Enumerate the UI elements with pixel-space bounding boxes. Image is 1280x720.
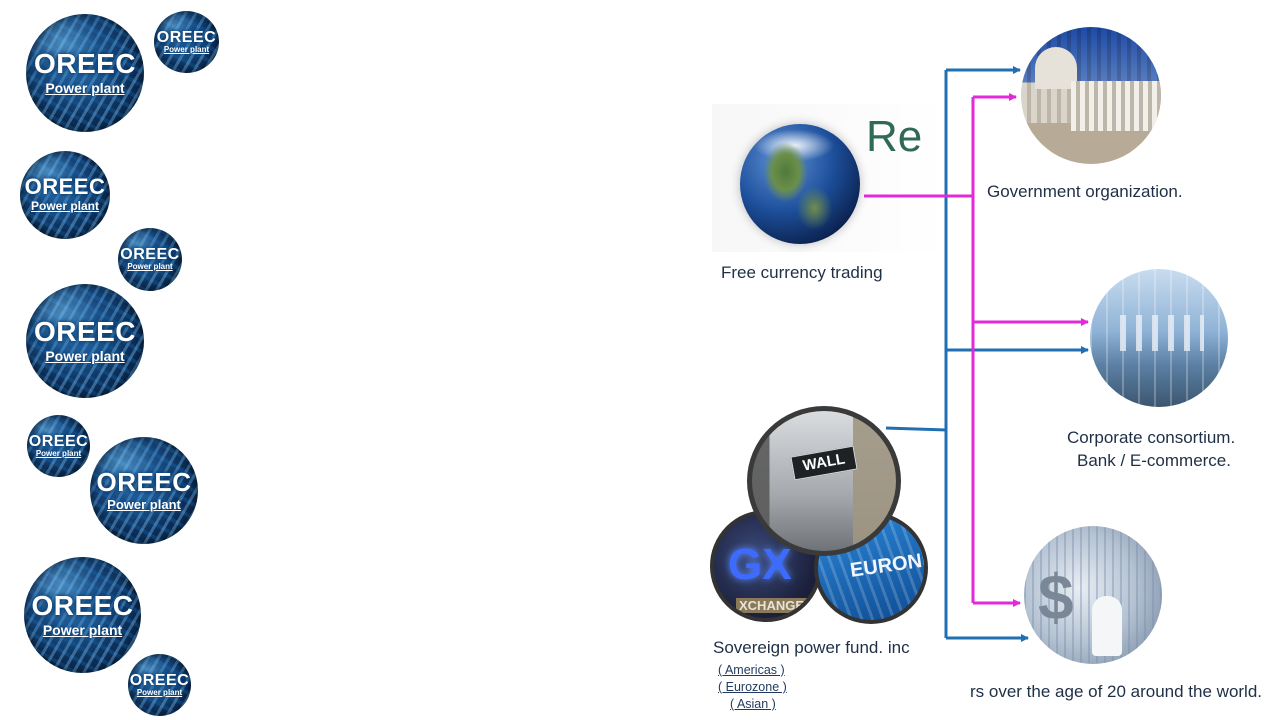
earth-globe-image	[740, 124, 860, 244]
oreec-badge-5: OREEC Power plant	[26, 284, 144, 398]
exchange-text: XCHANGE	[736, 598, 808, 613]
oreec-badge-6: OREEC Power plant	[27, 415, 90, 477]
individuals-label: rs over the age of 20 around the world.	[970, 682, 1263, 701]
person-silhouette	[1092, 596, 1122, 656]
badge-subtitle: Power plant	[35, 448, 82, 458]
oreec-badge-3: OREEC Power plant	[20, 151, 110, 239]
badge-subtitle: Power plant	[45, 347, 125, 364]
badge-subtitle: Power plant	[42, 621, 123, 638]
free-currency-trading-label: Free currency trading	[721, 263, 883, 282]
wall-street-image: WALL	[747, 406, 901, 556]
badge-subtitle: Power plant	[163, 44, 210, 54]
oreec-badge-1: OREEC Power plant	[26, 14, 144, 132]
badge-title: OREEC	[33, 315, 137, 347]
badge-subtitle: Power plant	[30, 199, 99, 214]
oreec-badge-8: OREEC Power plant	[24, 557, 141, 673]
badge-subtitle: Power plant	[136, 687, 183, 697]
capitol-dome	[1035, 47, 1077, 89]
government-label: Government organization.	[987, 182, 1183, 201]
badge-title: OREEC	[31, 589, 134, 621]
blue-stem	[885, 70, 948, 432]
re-text: Re	[866, 112, 923, 161]
badge-title: OREEC	[120, 246, 180, 264]
badge-subtitle: Power plant	[127, 262, 173, 272]
dollar-sign-icon: $	[1038, 561, 1074, 633]
badge-title: OREEC	[28, 432, 89, 450]
region-asian: ( Asian )	[730, 697, 776, 711]
corporate-label-line2: Bank / E-commerce.	[1077, 451, 1231, 470]
capitol-building	[1071, 81, 1161, 131]
oreec-badge-4: OREEC Power plant	[118, 228, 182, 291]
badge-subtitle: Power plant	[45, 79, 125, 96]
oreec-badge-7: OREEC Power plant	[90, 437, 198, 544]
government-capitol-image	[1021, 27, 1161, 164]
magenta-flow	[864, 93, 1089, 607]
blue-flow	[885, 66, 1089, 642]
corporate-label-line1: Corporate consortium.	[1067, 428, 1236, 447]
badge-title: OREEC	[96, 466, 192, 497]
people-silhouettes	[1120, 315, 1204, 351]
badge-title: OREEC	[33, 47, 137, 79]
oreec-badge-9: OREEC Power plant	[128, 654, 191, 716]
corporate-meeting-image	[1090, 269, 1228, 407]
badge-title: OREEC	[24, 174, 106, 200]
gx-text: GX	[728, 540, 792, 589]
oreec-badge-2: OREEC Power plant	[154, 11, 219, 73]
badge-title: OREEC	[156, 28, 217, 46]
sovereign-fund-label: Sovereign power fund. inc	[713, 638, 910, 657]
region-americas: ( Americas )	[718, 663, 785, 677]
region-eurozone: ( Eurozone )	[718, 680, 787, 694]
individual-investor-image: $	[1024, 526, 1162, 664]
badge-title: OREEC	[129, 671, 190, 689]
badge-subtitle: Power plant	[107, 496, 181, 512]
